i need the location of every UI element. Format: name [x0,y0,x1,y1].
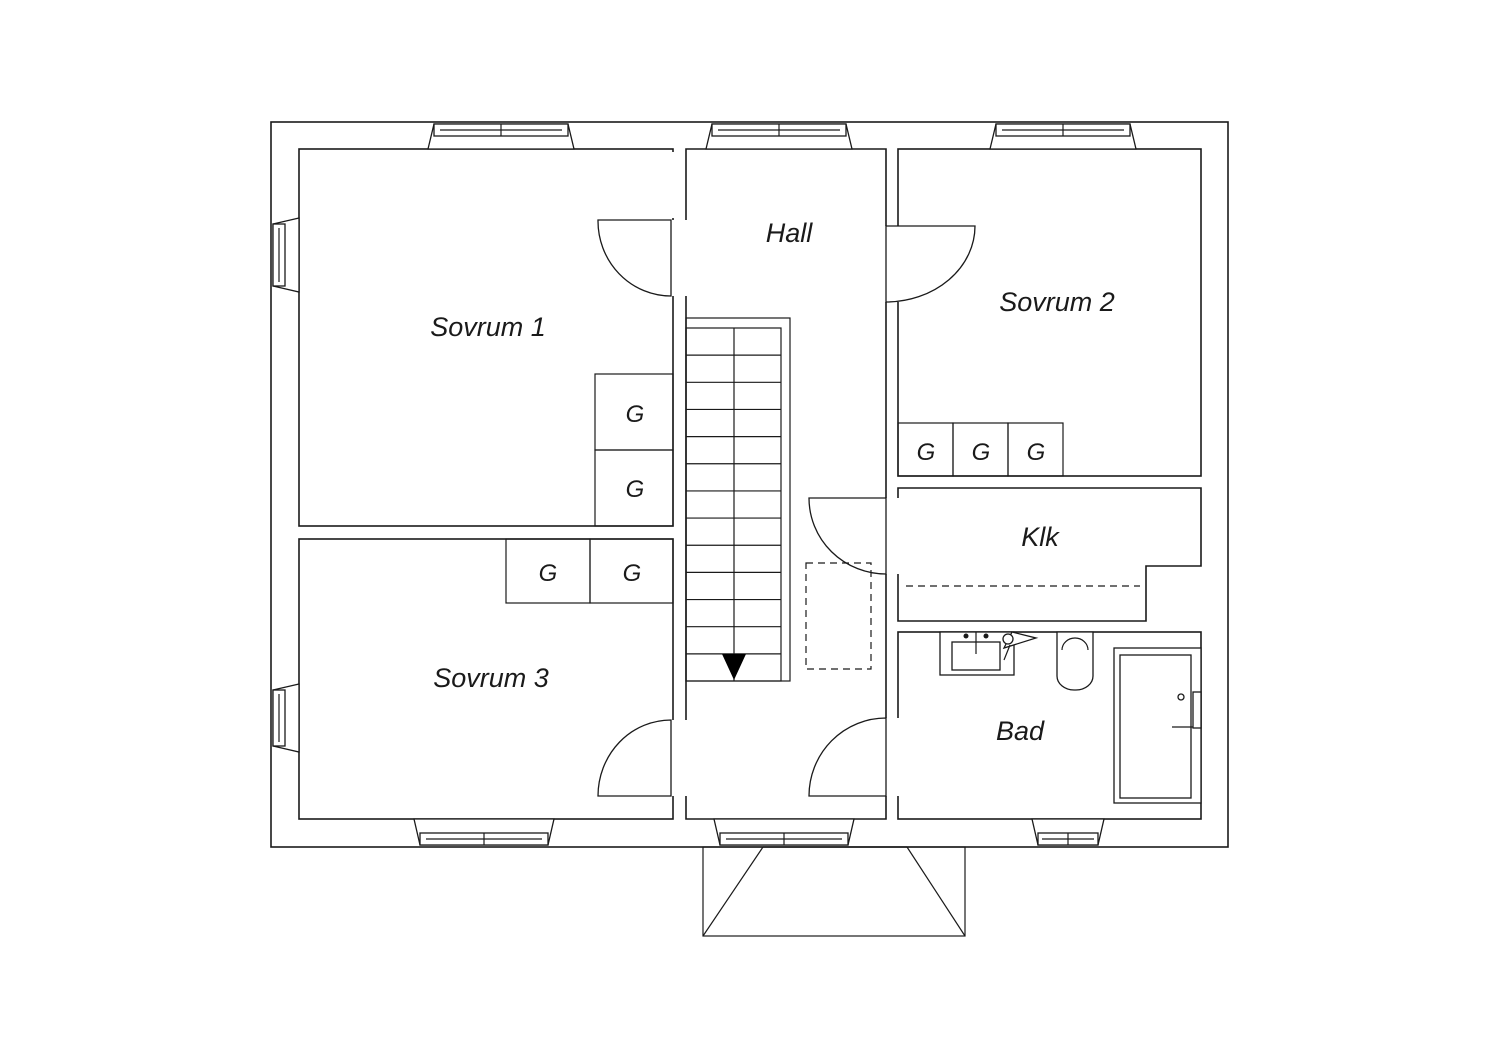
window-bottom-hall [713,818,855,846]
bathroom-fixtures [939,631,1202,804]
door-sovrum-3 [597,719,672,797]
room-label-hall: Hall [766,218,814,248]
door-sovrum-2 [885,225,976,303]
door-klk [808,497,887,575]
entrance-canopy [702,846,966,937]
hall-outline [685,148,887,820]
wardrobe-label: G [623,560,642,587]
sink [939,631,1015,676]
door-bad [808,717,887,797]
room-label-bad: Bad [996,716,1045,746]
stair-direction-arrow-icon [722,654,746,680]
klk-outline [897,487,1202,622]
wardrobe-label: G [1027,439,1046,466]
room-outlines [298,148,1202,820]
windows [272,123,1137,846]
room-label-klk: Klk [1021,522,1060,552]
wardrobe-label: G [539,560,558,587]
window-top-left [427,123,575,150]
wardrobe-label: G [972,439,991,466]
wardrobe-label: G [917,439,936,466]
toilet [1056,631,1094,691]
wardrobes [505,373,1064,604]
window-left-upper [272,217,300,293]
window-top-right [989,123,1137,150]
room-label-sovrum-2: Sovrum 2 [999,287,1115,317]
door-sovrum-1 [597,219,672,297]
bathtub [1113,647,1202,804]
window-bottom-right [1031,818,1105,846]
window-left-lower [272,683,300,753]
door-openings [670,152,902,796]
room-label-sovrum-3: Sovrum 3 [433,663,549,693]
wardrobe-label: G [626,401,645,428]
window-top-hall [705,123,853,150]
room-label-sovrum-1: Sovrum 1 [430,312,546,342]
window-bottom-left [413,818,555,846]
stair-steps [686,354,781,655]
staircase [685,317,791,682]
shower-head-icon [1002,631,1039,661]
doors [597,219,976,797]
attic-hatch [805,562,872,670]
wardrobe-label: G [626,476,645,503]
outer-walls [270,121,1229,848]
